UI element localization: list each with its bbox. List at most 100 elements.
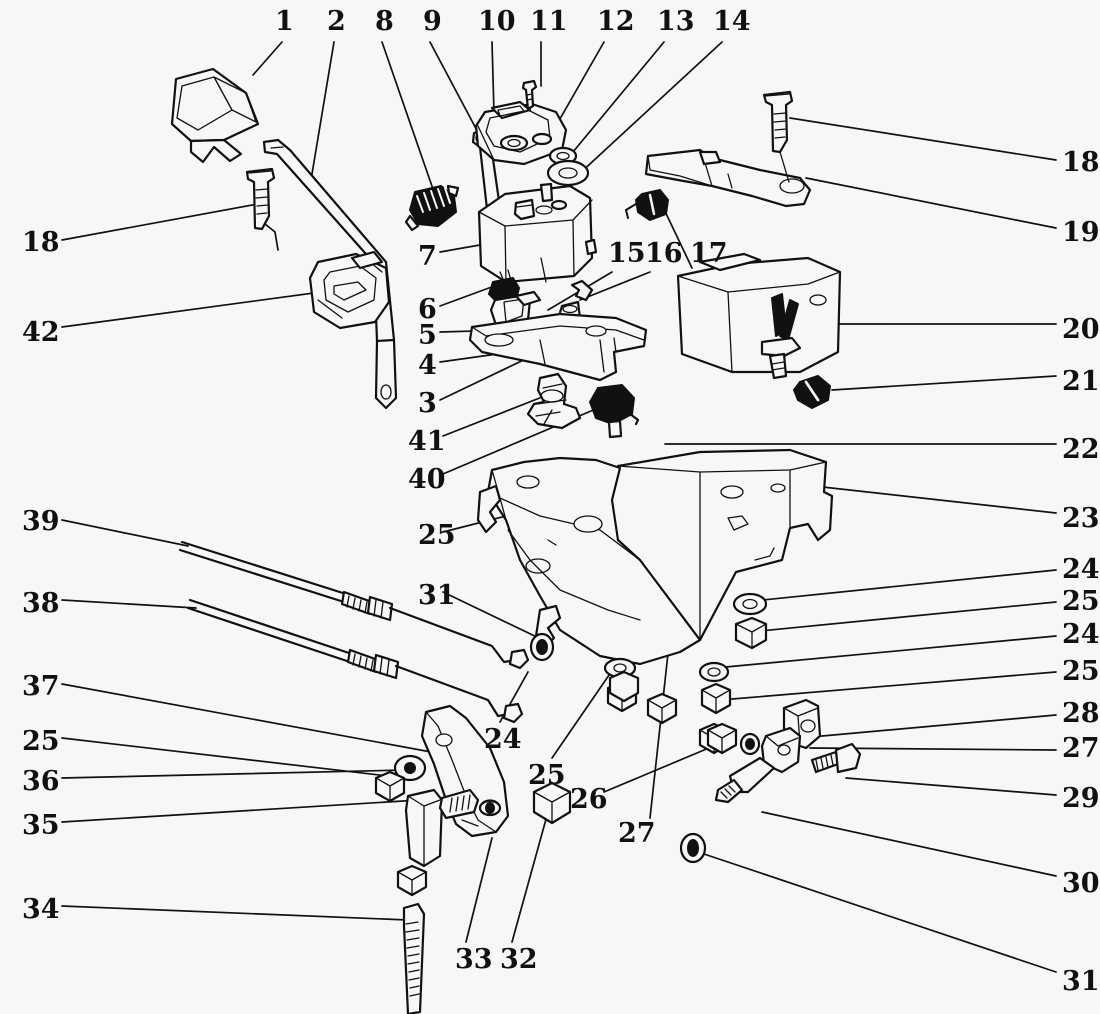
leader-line-35 [61,799,421,823]
part-grommet-31a [529,632,555,662]
part-cable-38 [186,598,524,724]
callout-number-c3: 8 [375,6,394,37]
part-base-plate-22 [476,456,702,666]
part-clevis-28 [760,698,822,774]
callout-number-c40: 40 [408,464,446,495]
part-bushing-40 [589,384,640,439]
callout-number-c26: 42 [22,317,60,348]
callout-number-c14: 22 [1062,434,1100,465]
part-top-bracket-10 [474,100,568,166]
callout-number-c44: 16 [645,238,683,269]
callout-number-c13: 21 [1062,366,1100,397]
callout-number-c11: 19 [1062,217,1100,248]
leader-line-2 [310,41,335,181]
callout-number-c41: 25 [418,520,456,551]
callout-number-c50: 33 [455,944,493,975]
callout-number-c37: 4 [418,350,437,381]
leader-line-18 [61,203,259,241]
part-grommet-31b [679,832,707,864]
leader-line-8 [381,41,435,193]
leader-line-31 [697,851,1057,973]
part-rod-27 [714,756,776,804]
callout-number-c16: 24 [1062,554,1100,585]
callout-number-c4: 9 [423,6,442,37]
callout-number-c2: 2 [327,6,346,37]
part-sleeve-35 [404,788,502,868]
part-bolt-29 [810,742,862,774]
part-spring-8 [404,184,460,232]
callout-number-c30: 25 [22,726,60,757]
leader-line-25 [749,601,1057,633]
part-shift-knob [170,67,260,164]
callout-number-c46: 24 [484,724,522,755]
leader-line-29 [845,777,1057,796]
leader-line-9 [429,41,482,139]
leader-line-26 [603,744,717,793]
callout-number-c45: 17 [690,238,728,269]
part-nut-32 [532,781,572,825]
callout-number-c29: 37 [22,671,60,702]
callout-number-c18: 24 [1062,619,1100,650]
leader-line-21 [831,375,1057,391]
part-washer-36 [393,754,427,782]
part-nut-33 [396,864,428,897]
leader-line-39 [61,519,189,547]
callout-number-c12: 20 [1062,314,1100,345]
callout-number-c33: 34 [22,894,60,925]
leader-line-10 [491,41,495,114]
artwork [170,67,862,1014]
part-threaded-bolt-34 [402,902,426,1014]
callout-number-c23: 30 [1062,868,1100,899]
part-clip-16 [570,279,594,302]
callout-number-c42: 31 [418,580,456,611]
callout-number-c35: 6 [418,294,437,325]
leader-line-25 [719,671,1057,701]
leader-line-42 [61,289,337,328]
callout-number-c25: 18 [22,227,60,258]
leader-line-13 [567,41,665,159]
leader-line-37 [61,683,443,755]
part-washers-27-30 [706,722,761,756]
leader-line-32 [511,811,549,943]
callout-number-c22: 29 [1062,783,1100,814]
callout-number-c38: 3 [418,388,437,419]
leader-line-1 [252,41,283,76]
leader-line-14 [577,41,723,176]
callout-number-c6: 11 [530,6,568,37]
callout-number-c36: 5 [418,320,437,351]
leader-line-19 [805,177,1057,229]
part-bolt-left-18 [245,167,276,231]
part-cable-39 [178,540,530,670]
callout-number-c1: 1 [275,6,294,37]
leader-line-24 [714,635,1057,669]
callout-number-c19: 25 [1062,656,1100,687]
part-selector-arm-19 [644,148,812,208]
callout-number-c20: 28 [1062,698,1100,729]
callout-number-c51: 32 [500,944,538,975]
callout-number-c28: 38 [22,588,60,619]
leader-line-41 [442,389,561,437]
callout-number-c27: 39 [22,506,60,537]
part-bushing-41 [526,372,582,430]
callout-number-c48: 26 [570,784,608,815]
callout-number-c39: 41 [408,426,446,457]
callout-number-c32: 35 [22,810,60,841]
leader-line-16 [579,271,651,301]
leader-line-28 [799,714,1057,739]
callout-number-c7: 12 [597,6,635,37]
leader-line-18 [789,117,1057,161]
leader-line-36 [61,769,407,779]
callout-number-c49: 27 [618,818,656,849]
leader-line-17 [661,204,693,269]
part-grommet-17 [625,189,669,221]
leader-line-6 [439,284,498,307]
leader-line-33 [465,837,493,943]
part-lever-housing-42 [308,250,391,330]
part-nut-25-left [374,770,406,803]
callout-number-c17: 25 [1062,586,1100,617]
callout-number-c24: 31 [1062,966,1100,997]
leader-line-25 [61,737,389,777]
callout-number-c5: 10 [478,6,516,37]
